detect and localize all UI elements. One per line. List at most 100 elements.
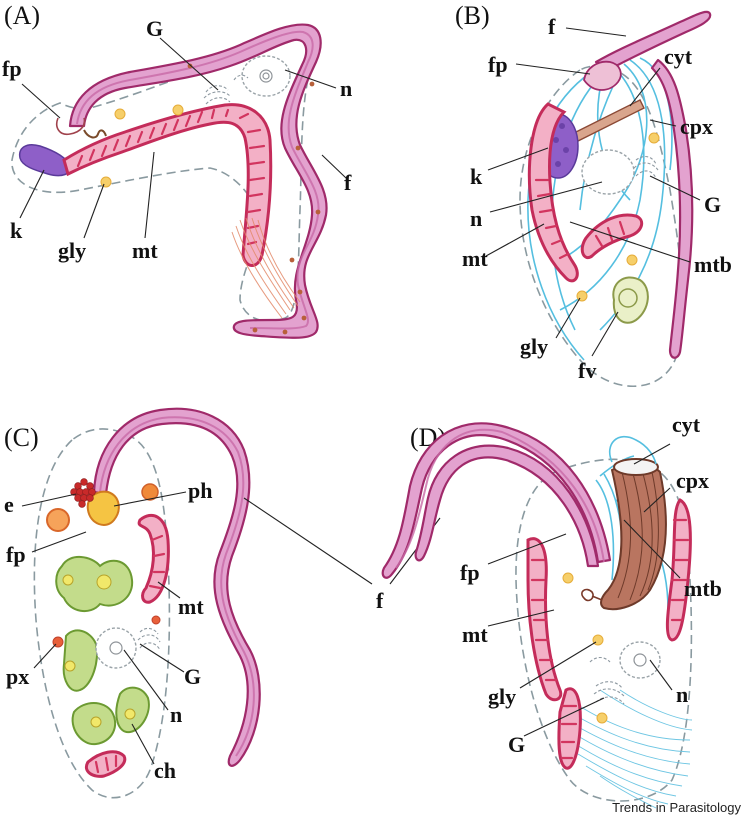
panel-a-label-n: n bbox=[340, 76, 352, 101]
panel-b-label-cyt: cyt bbox=[664, 44, 693, 69]
panel-d-glycosome-1 bbox=[562, 572, 574, 584]
panel-a-nucleolus-core bbox=[262, 72, 270, 80]
panel-c-label-n: n bbox=[170, 702, 182, 727]
shared-label-f: f bbox=[376, 588, 384, 613]
panel-c-chloroplast-2 bbox=[62, 629, 98, 692]
panel-c-label-G: G bbox=[184, 664, 201, 689]
panel-b-leader-k bbox=[487, 147, 549, 171]
panel-b-leader-fp bbox=[515, 63, 591, 75]
panel-d-cristae-3 bbox=[560, 704, 578, 760]
panel-b-flagellum-tail bbox=[650, 58, 694, 359]
panel-c-label-px: px bbox=[6, 664, 29, 689]
panel-c-pyrenoid-1 bbox=[96, 574, 112, 590]
panel-c-orange-body-1 bbox=[46, 508, 70, 532]
panel-d-label-mtb: mtb bbox=[684, 576, 722, 601]
panel-c-mitochondrion-2 bbox=[85, 750, 127, 778]
panel-b-label-gly: gly bbox=[520, 334, 548, 359]
panel-a-letter: (A) bbox=[4, 1, 40, 30]
panel-d-cytopharynx bbox=[600, 463, 667, 610]
panel-a-label-f: f bbox=[344, 170, 352, 195]
panel-c-pyrenoid-3 bbox=[64, 660, 76, 672]
panel-b-label-G: G bbox=[704, 192, 721, 217]
panel-a-flagellum-axoneme bbox=[76, 30, 320, 330]
panel-b-leader-cyt bbox=[629, 67, 661, 107]
shared-leader-f-c bbox=[243, 497, 373, 585]
panel-c-pyrenoid-4 bbox=[90, 716, 102, 728]
panel-c-label-fp: fp bbox=[6, 542, 26, 567]
panel-b-leader-cpx bbox=[649, 119, 677, 127]
panel-b-leader-G bbox=[649, 175, 701, 201]
panel-a-glycosome-3 bbox=[100, 176, 112, 188]
panel-d-cytostome bbox=[613, 458, 659, 476]
panel-b-leader-mtb bbox=[569, 221, 691, 263]
panel-b-mitochondrion bbox=[527, 102, 579, 283]
panel-c-leader-px bbox=[33, 643, 57, 669]
panel-b-leader-fv bbox=[591, 311, 619, 357]
panel-a-leader-n bbox=[284, 69, 337, 89]
panel-d-leader-mt bbox=[487, 609, 555, 627]
panel-c-letter: (C) bbox=[4, 423, 39, 452]
panel-d-cytostome-microtubules bbox=[609, 435, 657, 465]
panel-a-glycosome-1 bbox=[114, 108, 126, 120]
panel-d-label-cpx: cpx bbox=[676, 468, 709, 493]
panel-d-leader-mtb bbox=[623, 519, 681, 579]
panel-c-leader-e bbox=[21, 493, 77, 507]
panel-c-eyespot bbox=[70, 478, 96, 508]
panel-c-flagellum bbox=[92, 407, 261, 767]
panel-d-leader-G bbox=[523, 697, 605, 737]
panel-b-cristae-2 bbox=[594, 220, 626, 248]
panel-b-food-vacuole-inner bbox=[618, 288, 638, 308]
panel-d-label-fp: fp bbox=[460, 560, 480, 585]
panel-a-nucleus bbox=[241, 55, 291, 97]
panel-d-leader-n bbox=[649, 659, 673, 691]
panel-c-cell-outline bbox=[33, 428, 171, 799]
panel-b-label-k: k bbox=[470, 164, 483, 189]
panel-b-flagellar-pocket bbox=[583, 60, 622, 91]
panel-a-leader-gly bbox=[83, 183, 105, 239]
panel-a-flagellum-dots bbox=[187, 63, 321, 335]
panel-d-leader-fp bbox=[487, 533, 567, 565]
panel-b-golgi bbox=[633, 155, 659, 179]
panel-b-leader-gly bbox=[555, 297, 581, 339]
panel-b-leader-f bbox=[565, 27, 627, 37]
panel-a: (A) bbox=[2, 1, 352, 339]
panel-b-food-vacuole bbox=[612, 276, 649, 324]
panel-b-label-n: n bbox=[470, 206, 482, 231]
panel-b-letter: (B) bbox=[455, 1, 490, 30]
panel-c-golgi bbox=[137, 627, 161, 651]
panel-c-label-ch: ch bbox=[154, 758, 176, 783]
panel-b-leader-mt bbox=[485, 223, 545, 257]
panel-c-label-e: e bbox=[4, 492, 14, 517]
panel-d-mitochondrion-3 bbox=[557, 687, 582, 770]
panel-d-label-mt: mt bbox=[462, 622, 488, 647]
panel-c-cristae-2 bbox=[94, 754, 118, 774]
panel-c-pyrenoid-5 bbox=[124, 708, 136, 720]
panel-d: (D) bbox=[381, 412, 722, 809]
panel-d-label-gly: gly bbox=[488, 684, 516, 709]
panel-a-label-mt: mt bbox=[132, 238, 158, 263]
panel-a-label-k: k bbox=[10, 218, 23, 243]
panel-c-leader-ch bbox=[131, 723, 155, 765]
panel-c-leader-ph bbox=[113, 491, 187, 507]
panel-b-label-mtb: mtb bbox=[694, 252, 732, 277]
panel-c-flagellum-axoneme bbox=[99, 416, 255, 757]
panel-d-flagellum bbox=[381, 422, 612, 579]
panel-d-golgi bbox=[589, 656, 625, 705]
panel-a-leader-fp bbox=[21, 83, 61, 119]
panel-a-flagellar-pocket bbox=[55, 117, 86, 136]
panel-a-cell-outline bbox=[11, 36, 313, 322]
panel-d-microtubules-bottom bbox=[565, 689, 693, 809]
panel-a-leader-f bbox=[321, 154, 347, 179]
panel-d-glycosome-3 bbox=[596, 712, 608, 724]
panel-c-leader-fp bbox=[31, 531, 87, 553]
panel-c-label-mt: mt bbox=[178, 594, 204, 619]
panel-c-nucleolus bbox=[109, 641, 123, 655]
panel-c-pyrenoid-2 bbox=[62, 574, 74, 586]
panel-b-nucleus bbox=[581, 149, 635, 195]
panel-b-label-cpx: cpx bbox=[680, 114, 713, 139]
panel-b-leader-n bbox=[489, 181, 603, 213]
panel-b-label-f: f bbox=[548, 14, 556, 39]
panel-a-golgi bbox=[203, 74, 249, 105]
panel-d-leader-cyt bbox=[633, 443, 671, 465]
